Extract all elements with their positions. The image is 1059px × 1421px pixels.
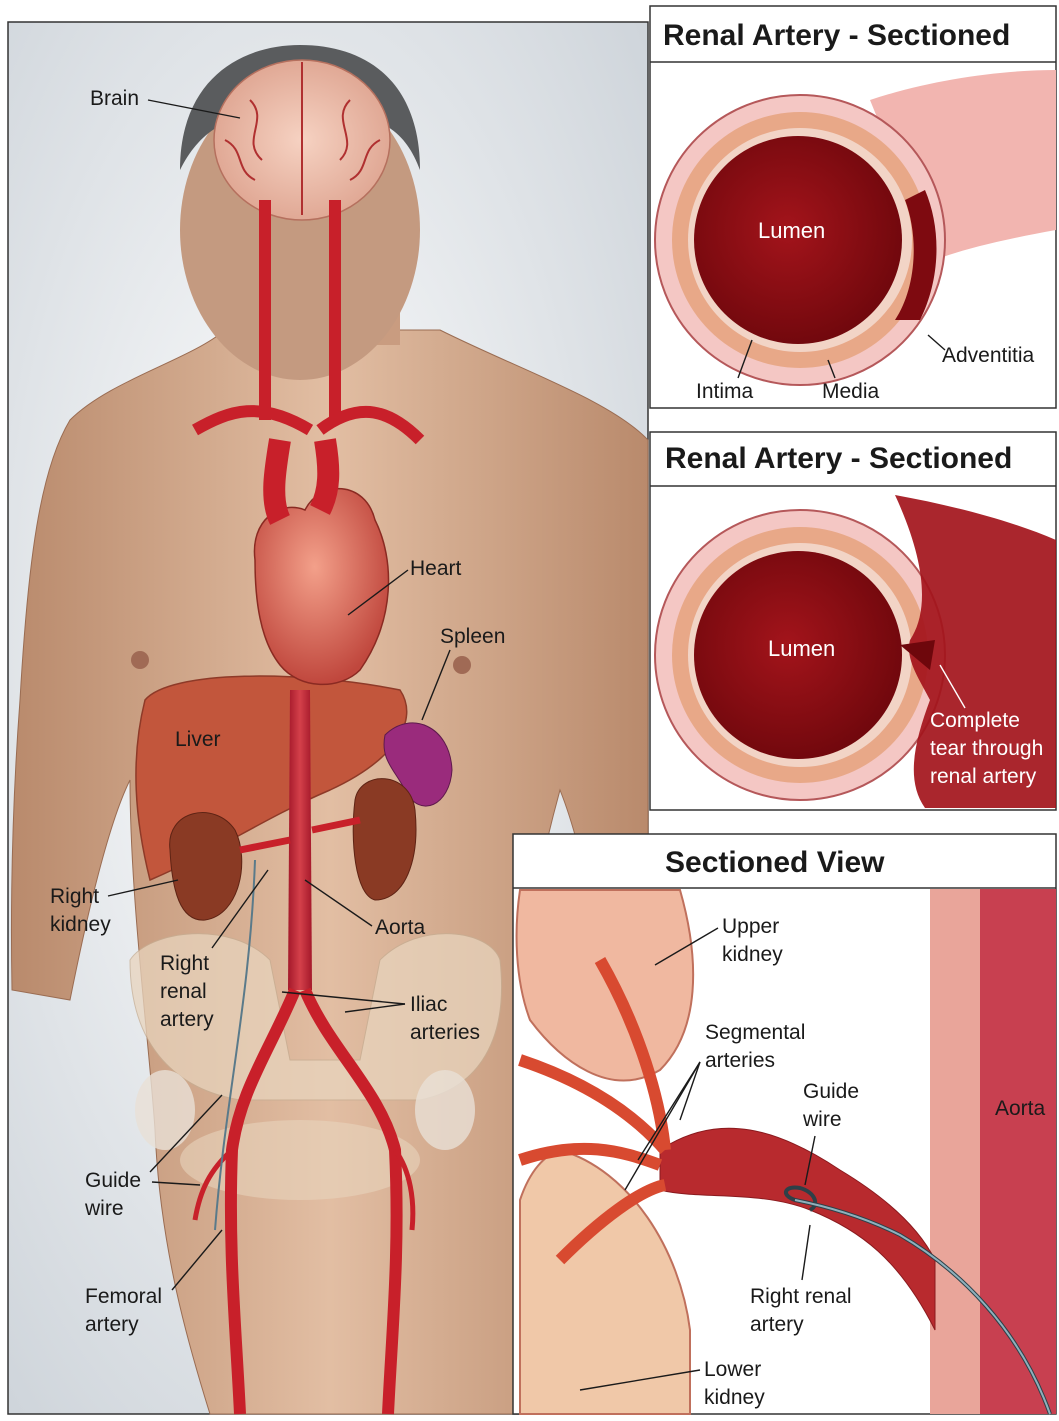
label-aorta-sectioned: Aorta	[995, 1097, 1046, 1120]
label-brain: Brain	[90, 87, 139, 110]
cross-section-tear-panel: Renal Artery - Sectioned Lumen Complete …	[650, 432, 1056, 810]
aorta	[288, 690, 312, 990]
label-right-renal-sectioned-1: Right renal	[750, 1285, 852, 1308]
label-femoral-1: Femoral	[85, 1285, 162, 1308]
panel-title-tear: Renal Artery - Sectioned	[665, 442, 1012, 475]
label-heart: Heart	[410, 557, 462, 580]
label-iliac-2: arteries	[410, 1021, 480, 1044]
label-lumen-tear: Lumen	[768, 636, 835, 661]
label-right-renal-3: artery	[160, 1008, 214, 1031]
label-media: Media	[822, 380, 880, 403]
cross-section-normal-panel: Renal Artery - Sectioned Lumen Intima Me…	[650, 6, 1056, 408]
label-spleen: Spleen	[440, 625, 505, 648]
label-right-kidney-2: kidney	[50, 913, 111, 936]
label-tear-1: Complete	[930, 709, 1020, 732]
label-iliac-1: Iliac	[410, 993, 447, 1016]
label-segmental-2: arteries	[705, 1049, 775, 1072]
label-tear-2: tear through	[930, 737, 1043, 760]
sectioned-view-panel: Sectioned View Upper kidney Segmental ar…	[513, 834, 1056, 1414]
label-femoral-2: artery	[85, 1313, 139, 1336]
label-lower-kidney-2: kidney	[704, 1386, 765, 1409]
label-upper-kidney-2: kidney	[722, 943, 783, 966]
label-guide-wire-sectioned-2: wire	[802, 1108, 842, 1131]
label-tear-3: renal artery	[930, 765, 1037, 788]
label-lumen-normal: Lumen	[758, 218, 825, 243]
label-adventitia: Adventitia	[942, 344, 1035, 367]
label-guide-wire-2: wire	[84, 1197, 124, 1220]
label-right-renal-sectioned-2: artery	[750, 1313, 804, 1336]
label-guide-wire-sectioned-1: Guide	[803, 1080, 859, 1103]
label-right-renal-2: renal	[160, 980, 207, 1003]
label-right-renal-1: Right	[160, 952, 209, 975]
aorta-sectioned	[980, 889, 1056, 1414]
label-segmental-1: Segmental	[705, 1021, 805, 1044]
label-liver: Liver	[175, 728, 221, 751]
label-guide-wire-1: Guide	[85, 1169, 141, 1192]
panel-title-sectioned: Sectioned View	[665, 846, 885, 879]
label-lower-kidney-1: Lower	[704, 1358, 761, 1381]
label-intima: Intima	[696, 380, 754, 403]
panel-title-normal: Renal Artery - Sectioned	[663, 19, 1010, 52]
label-upper-kidney-1: Upper	[722, 915, 779, 938]
label-right-kidney-1: Right	[50, 885, 99, 908]
label-aorta: Aorta	[375, 916, 426, 939]
